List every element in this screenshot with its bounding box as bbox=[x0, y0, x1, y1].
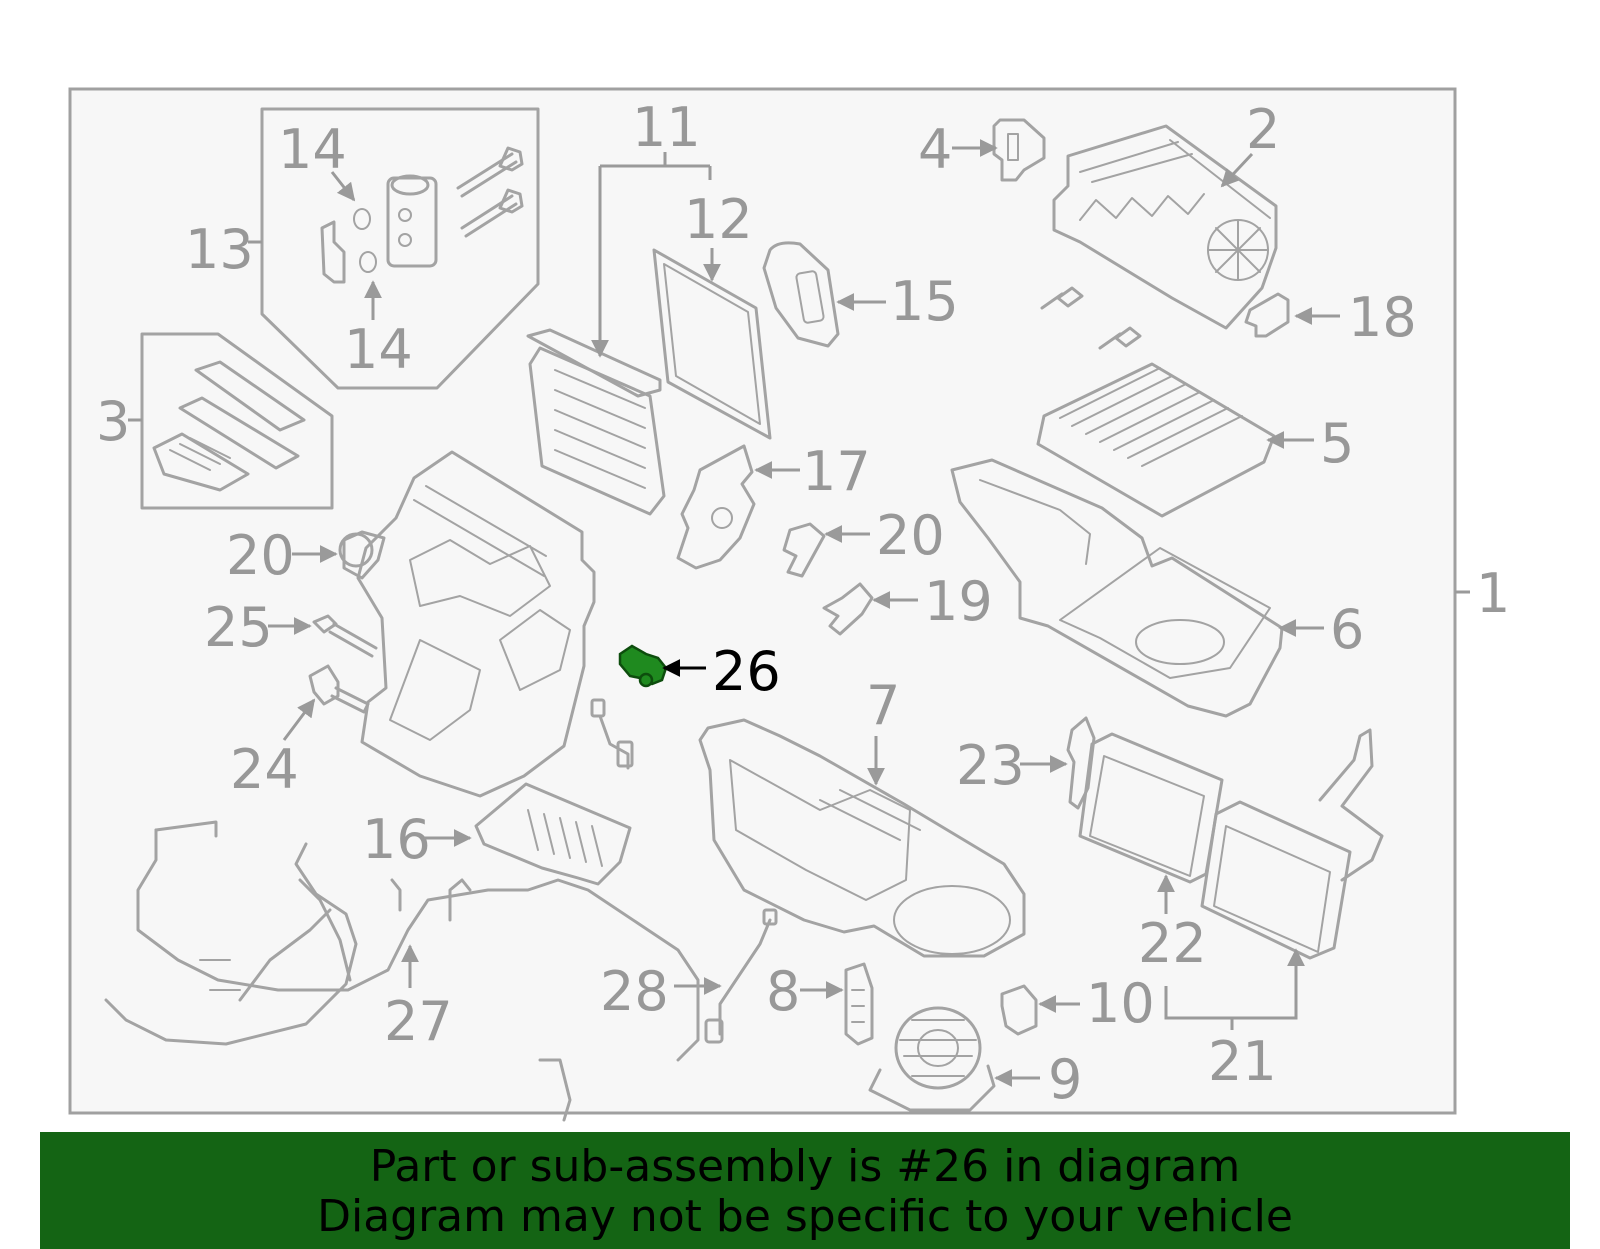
lower-housing bbox=[950, 458, 1284, 718]
upper-heater-case bbox=[1040, 124, 1278, 350]
callout-13: 13 bbox=[185, 218, 254, 281]
callout-15: 15 bbox=[890, 270, 959, 333]
expansion-valve-kit bbox=[320, 146, 524, 284]
callout-1: 1 bbox=[1476, 562, 1510, 625]
filter-cover bbox=[1036, 362, 1276, 518]
bolt-25 bbox=[312, 614, 378, 658]
diagram-panel bbox=[68, 87, 1457, 1115]
evaporator-core bbox=[526, 328, 666, 516]
door-actuator-17 bbox=[676, 444, 756, 570]
info-banner: Part or sub-assembly is #26 in diagram D… bbox=[40, 1132, 1570, 1249]
blower-resistor-8 bbox=[844, 962, 874, 1046]
group-3-outline bbox=[140, 332, 334, 510]
callout-8: 8 bbox=[766, 960, 800, 1023]
callout-2: 2 bbox=[1246, 98, 1280, 161]
blower-motor-9 bbox=[868, 1006, 996, 1112]
callout-11: 11 bbox=[632, 96, 701, 159]
callout-20-right: 20 bbox=[876, 504, 945, 567]
wiring-harness-27 bbox=[104, 820, 700, 1122]
heater-housing-left bbox=[356, 450, 596, 798]
callout-18: 18 bbox=[1348, 286, 1417, 349]
highlighted-part-26 bbox=[618, 644, 668, 688]
group-13-outline bbox=[260, 107, 540, 390]
seal-set bbox=[152, 360, 306, 492]
callout-28: 28 bbox=[600, 960, 669, 1023]
callout-5: 5 bbox=[1320, 412, 1354, 475]
callout-26: 26 bbox=[712, 640, 781, 703]
callout-17: 17 bbox=[802, 440, 871, 503]
callout-9: 9 bbox=[1048, 1048, 1082, 1111]
clip-20-right bbox=[782, 522, 826, 578]
wire-connector bbox=[590, 698, 634, 770]
mode-door-16 bbox=[474, 782, 632, 886]
actuator-20-left bbox=[338, 530, 386, 580]
bracket-23 bbox=[1066, 716, 1096, 810]
callout-14-bottom: 14 bbox=[344, 318, 413, 381]
clip-19 bbox=[822, 582, 874, 636]
callout-19: 19 bbox=[924, 570, 993, 633]
callout-24: 24 bbox=[230, 738, 299, 801]
part-10 bbox=[1000, 984, 1038, 1036]
ptc-heater-21 bbox=[1200, 728, 1384, 960]
callout-6: 6 bbox=[1330, 598, 1364, 661]
callout-27: 27 bbox=[384, 990, 453, 1053]
callout-21: 21 bbox=[1208, 1030, 1277, 1093]
callout-22: 22 bbox=[1138, 912, 1207, 975]
callout-4: 4 bbox=[918, 118, 952, 181]
callout-20-left: 20 bbox=[226, 524, 295, 587]
banner-line-2: Diagram may not be specific to your vehi… bbox=[317, 1191, 1293, 1242]
clip-18 bbox=[1244, 292, 1290, 338]
banner-line-1: Part or sub-assembly is #26 in diagram bbox=[369, 1141, 1241, 1192]
callout-16: 16 bbox=[362, 808, 431, 871]
sensor-wire-28 bbox=[704, 908, 778, 1044]
seal-pad bbox=[762, 241, 840, 348]
callout-12: 12 bbox=[684, 188, 753, 251]
blower-case-7 bbox=[698, 718, 1026, 958]
sensor-24 bbox=[308, 664, 370, 714]
callout-3: 3 bbox=[96, 390, 130, 453]
callout-14-top: 14 bbox=[278, 118, 347, 181]
callout-25: 25 bbox=[204, 596, 273, 659]
callout-23: 23 bbox=[956, 734, 1025, 797]
callout-10: 10 bbox=[1086, 972, 1155, 1035]
evaporator-gasket bbox=[652, 248, 772, 440]
callout-7: 7 bbox=[866, 674, 900, 737]
